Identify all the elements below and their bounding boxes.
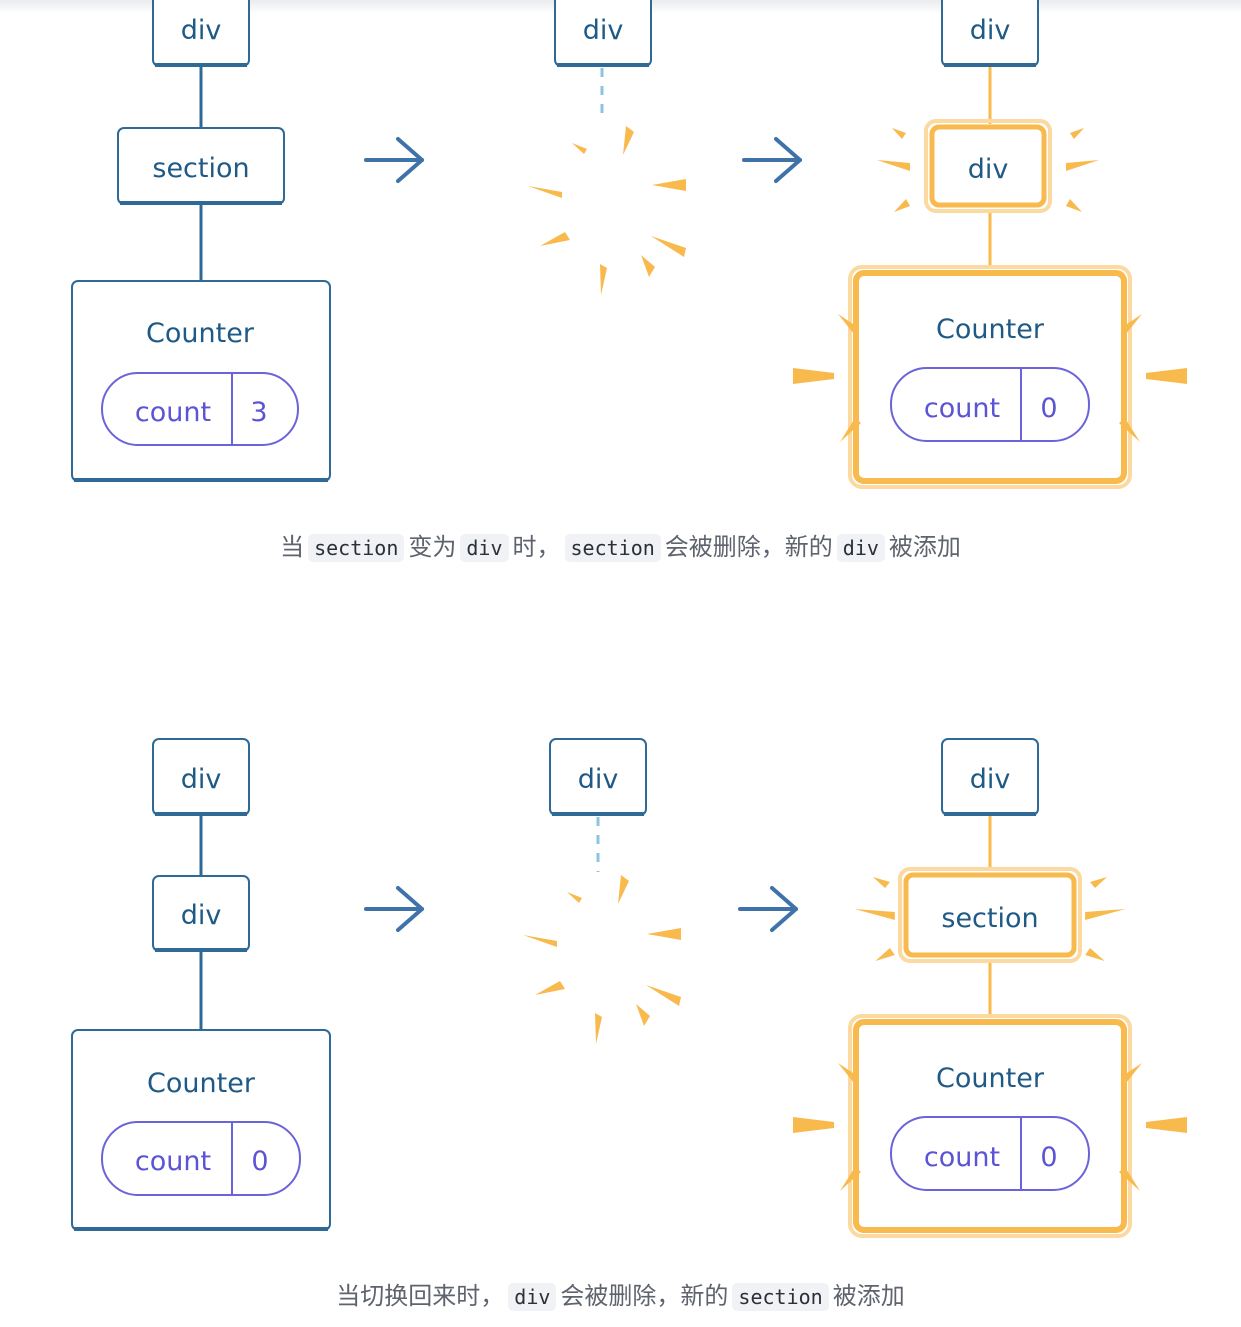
- counter-component: Counter count 0: [71, 1029, 331, 1231]
- caption-text: 当切换回来时，: [336, 1282, 505, 1310]
- root-div-node: div: [554, 0, 652, 67]
- caption-text: 当: [280, 533, 305, 561]
- root-div-node: div: [549, 738, 647, 816]
- inline-code: div: [460, 534, 509, 562]
- removed-tree: div: [523, 738, 681, 1044]
- diagram-2: div div Counter count 0: [71, 738, 1187, 1238]
- counter-component: Counter count 0: [793, 1014, 1187, 1238]
- component-title: Counter: [936, 314, 1045, 345]
- removal-burst-icon: [523, 875, 681, 1044]
- removal-burst-icon: [528, 126, 686, 295]
- state-pill: count 0: [890, 367, 1090, 442]
- node-label: div: [578, 764, 619, 795]
- state-label: count: [924, 1142, 1000, 1173]
- component-title: Counter: [146, 318, 255, 349]
- caption-text: 会被删除，新的: [664, 533, 833, 561]
- state-pill: count 0: [101, 1121, 301, 1196]
- state-label: count: [135, 397, 211, 428]
- state-label: count: [135, 1146, 211, 1177]
- inline-code: section: [732, 1283, 829, 1311]
- after-tree: div section Counter count 0: [793, 738, 1187, 1238]
- root-div-node: div: [152, 738, 250, 816]
- state-pill: count 3: [101, 372, 299, 446]
- component-title: Counter: [936, 1063, 1045, 1094]
- counter-component: Counter count 3: [71, 280, 331, 482]
- inline-code: div: [836, 534, 885, 562]
- node-label: div: [970, 764, 1011, 795]
- root-div-node: div: [941, 0, 1039, 67]
- state-value: 0: [251, 1146, 268, 1177]
- new-div-node: div: [877, 119, 1099, 213]
- state-value: 3: [250, 397, 267, 428]
- state-value: 0: [1040, 393, 1057, 424]
- caption-text: 变为: [408, 533, 457, 561]
- diagram-1: div section Counter count 3: [71, 0, 1187, 489]
- inline-code: section: [564, 534, 661, 562]
- component-title: Counter: [147, 1068, 256, 1099]
- before-tree: div div Counter count 0: [71, 738, 331, 1231]
- caption-text: 被添加: [888, 533, 961, 561]
- node-label: div: [583, 15, 624, 46]
- node-label: section: [152, 153, 249, 184]
- caption-text: 时，: [512, 533, 561, 561]
- arrow-right-icon: [364, 886, 424, 932]
- section-node: section: [117, 127, 285, 205]
- div-node: div: [152, 875, 250, 952]
- root-div-node: div: [152, 0, 250, 67]
- caption-text: 会被删除，新的: [560, 1282, 729, 1310]
- inline-code: section: [308, 534, 405, 562]
- state-value: 0: [1040, 1142, 1057, 1173]
- node-label: div: [181, 15, 222, 46]
- state-label: count: [924, 393, 1000, 424]
- counter-component: Counter count 0: [793, 265, 1187, 489]
- node-label: div: [181, 900, 222, 931]
- root-div-node: div: [941, 738, 1039, 816]
- node-label: div: [181, 764, 222, 795]
- before-tree: div section Counter count 3: [71, 0, 331, 482]
- node-label: div: [970, 15, 1011, 46]
- arrow-right-icon: [364, 137, 424, 183]
- arrow-right-icon: [738, 886, 798, 932]
- removed-tree: div: [528, 0, 686, 295]
- arrow-right-icon: [742, 137, 802, 183]
- state-pill: count 0: [890, 1116, 1090, 1191]
- caption-text: 被添加: [832, 1282, 905, 1310]
- node-label: section: [941, 903, 1038, 934]
- node-label: div: [968, 154, 1009, 185]
- inline-code: div: [508, 1283, 557, 1311]
- new-section-node: section: [854, 867, 1126, 963]
- after-tree: div div Counter count 0: [793, 0, 1187, 489]
